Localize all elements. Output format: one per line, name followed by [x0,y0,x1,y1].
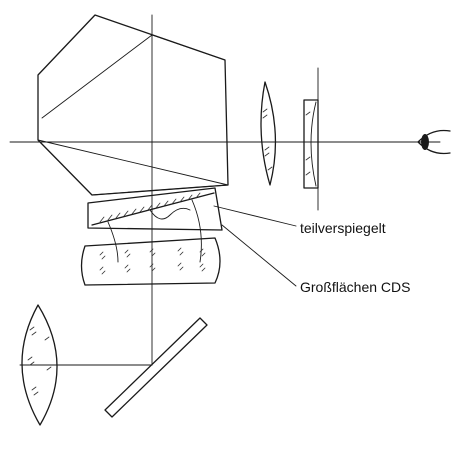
leader-cds [221,224,297,287]
eye-pupil [421,134,429,150]
eyepiece-lens [260,81,277,186]
prism-inner-edge-3 [151,34,226,61]
objective-hatching [27,326,52,396]
eyepiece-hatching [262,108,273,171]
partially-mirrored-surface [91,192,215,226]
leader-lines [213,205,297,287]
light-ray-mid [149,207,191,220]
focusing-element-curve [310,101,317,187]
prism-inner-edge-2 [41,34,153,119]
pentaprism [37,14,229,196]
label-cds: Großflächen CDS [300,279,410,295]
reflex-mirror [104,317,208,418]
pentaprism-body [37,14,229,196]
prism-base-line [91,184,229,196]
beam-splitter-block [87,187,223,263]
focusing-hatching [305,111,311,176]
beam-splitter-body [87,187,223,231]
eye-icon [417,129,451,155]
leader-teilverspiegelt [213,205,297,227]
condenser-lens-outline [80,237,221,286]
objective-lens-outline [21,304,58,426]
reflex-mirror-body [104,317,208,418]
mirror-hatching [99,192,201,223]
objective-lens [21,304,58,426]
condenser-hatching [99,247,206,275]
label-teilverspiegelt: teilverspiegelt [300,220,386,236]
eyepiece-lens-outline [260,81,277,186]
condenser-lens [80,237,221,286]
focusing-element [303,67,319,211]
prism-inner-edge-1 [37,139,229,186]
light-ray-right [191,199,202,263]
eye-outline [417,129,451,155]
